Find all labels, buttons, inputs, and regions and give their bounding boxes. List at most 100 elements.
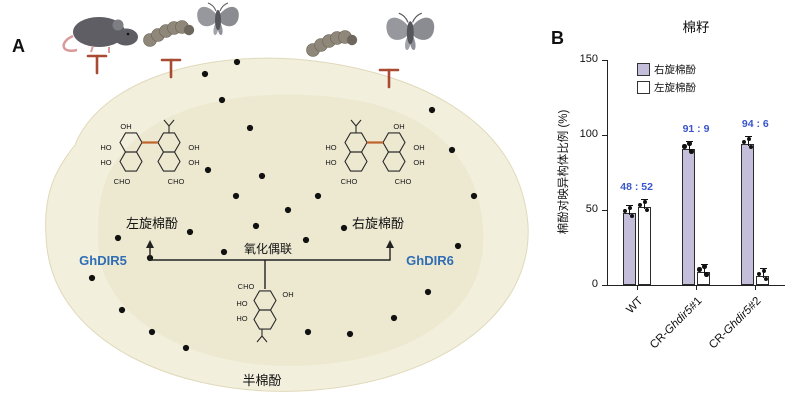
error-bar-cap bbox=[641, 199, 649, 200]
bar-dextro-WT bbox=[622, 213, 636, 285]
error-bar-cap bbox=[626, 205, 634, 206]
data-point bbox=[746, 136, 752, 142]
moth-icon bbox=[196, 2, 240, 36]
chem-label: HO bbox=[236, 314, 247, 323]
chem-label: OH bbox=[413, 158, 424, 167]
rat-icon bbox=[62, 17, 138, 53]
ratio-label: 94 : 6 bbox=[741, 118, 769, 130]
legend-label: 左旋棉酚 bbox=[654, 82, 696, 94]
legend-item: 右旋棉酚 bbox=[637, 62, 696, 77]
error-bar-cap bbox=[700, 263, 708, 265]
gossypol-left-structure: OH HO HO CHO OH OH CHO bbox=[100, 119, 200, 186]
y-tick-label: 0 bbox=[591, 278, 598, 290]
bar-dextro-CR-Ghdir5#2 bbox=[741, 144, 755, 285]
data-point bbox=[756, 271, 762, 277]
gossypol-right-structure: OH OH OH CHO HO HO CHO bbox=[325, 119, 425, 186]
chem-label: HO bbox=[325, 158, 336, 167]
precursor-label: 半棉酚 bbox=[242, 373, 281, 388]
isopropyl-group bbox=[163, 119, 175, 133]
chem-label: OH bbox=[393, 122, 404, 131]
coupling-arrows bbox=[146, 240, 394, 289]
data-point bbox=[702, 264, 707, 269]
chart-title: 棉籽 bbox=[682, 20, 710, 35]
enzyme-ghdir6-label: GhDIR6 bbox=[406, 253, 454, 268]
bar-chart: 0 50 100 150 48 : 52 WT 91 : 9 CR-Ghdir5#1 94 : … bbox=[545, 0, 800, 400]
y-tick-mark bbox=[602, 285, 607, 286]
panel-a: OH HO HO CHO OH OH CHO OH OH OH CHO HO H… bbox=[12, 2, 529, 392]
chem-label: CHO bbox=[341, 177, 358, 186]
isopropyl-group bbox=[256, 329, 268, 343]
data-point bbox=[627, 205, 633, 211]
chem-label: OH bbox=[413, 143, 424, 152]
arrowhead-left bbox=[146, 240, 154, 248]
chem-label: OH bbox=[188, 158, 199, 167]
reaction-label: 氧化偶联 bbox=[244, 242, 292, 256]
chem-label: OH bbox=[188, 143, 199, 152]
chem-label: CHO bbox=[395, 177, 412, 186]
y-tick-label: 100 bbox=[579, 128, 598, 140]
data-point bbox=[687, 141, 692, 146]
ratio-label: 91 : 9 bbox=[682, 122, 710, 135]
inhibition-bars bbox=[86, 54, 400, 89]
left-enantiomer-label: 左旋棉酚 bbox=[126, 216, 178, 231]
isopropyl-group bbox=[350, 119, 362, 133]
hemigossypol-structure: CHO OH HO HO bbox=[236, 282, 294, 343]
x-tick-label-3: CR-Ghdir5#2 bbox=[707, 295, 764, 352]
y-tick-mark bbox=[602, 60, 607, 61]
x-tick-mark bbox=[636, 285, 638, 290]
chem-label: HO bbox=[100, 158, 111, 167]
inhibition-bar-icon bbox=[160, 58, 182, 79]
ratio-label: 48 : 52 bbox=[620, 181, 653, 193]
legend-swatch bbox=[637, 63, 650, 76]
chem-label: CHO bbox=[168, 177, 185, 186]
data-point bbox=[748, 144, 754, 150]
data-point bbox=[763, 276, 769, 282]
x-tick-mark bbox=[696, 285, 697, 290]
y-tick-mark bbox=[602, 210, 607, 211]
y-axis bbox=[607, 60, 608, 285]
enzyme-ghdir5-label: GhDIR5 bbox=[79, 253, 127, 268]
error-bar-cap bbox=[759, 268, 767, 269]
chem-label: OH bbox=[120, 122, 131, 131]
x-tick-label-1: WT bbox=[624, 295, 646, 317]
y-tick-label: 50 bbox=[585, 203, 598, 215]
data-point bbox=[682, 144, 687, 149]
data-point bbox=[642, 199, 648, 205]
inhibition-bar-icon bbox=[86, 54, 108, 75]
legend-swatch bbox=[637, 81, 650, 94]
gland-dots bbox=[88, 58, 478, 352]
data-point bbox=[622, 208, 628, 214]
chem-label: HO bbox=[325, 143, 336, 152]
x-tick-mark bbox=[755, 285, 757, 290]
legend: 右旋棉酚左旋棉酚 bbox=[637, 62, 696, 98]
caterpillar-icon bbox=[143, 20, 195, 47]
y-tick-label: 150 bbox=[579, 53, 598, 65]
data-point bbox=[741, 139, 747, 145]
data-point bbox=[689, 149, 694, 154]
legend-item: 左旋棉酚 bbox=[637, 80, 696, 95]
chem-label: CHO bbox=[238, 282, 255, 291]
data-point bbox=[629, 213, 635, 219]
chem-label: OH bbox=[282, 290, 293, 299]
x-tick-label-2: CR-Ghdir5#1 bbox=[648, 295, 705, 352]
moth-icon bbox=[385, 12, 435, 51]
caterpillar-icon bbox=[306, 30, 358, 57]
legend-label: 右旋棉酚 bbox=[654, 64, 696, 76]
panel-b-label: B bbox=[551, 28, 564, 48]
arrowhead-right bbox=[386, 240, 394, 248]
data-point bbox=[704, 272, 709, 277]
data-point bbox=[637, 202, 643, 208]
chem-label: CHO bbox=[114, 177, 131, 186]
inhibition-bar-icon bbox=[378, 68, 400, 89]
right-enantiomer-label: 右旋棉酚 bbox=[352, 216, 404, 231]
y-tick-mark bbox=[602, 135, 607, 136]
data-point bbox=[697, 267, 702, 272]
error-bar-cap bbox=[685, 140, 693, 142]
bar-dextro-CR-Ghdir5#1 bbox=[682, 148, 695, 285]
panel-a-label: A bbox=[12, 36, 25, 56]
data-point bbox=[761, 268, 767, 274]
chem-label: HO bbox=[100, 143, 111, 152]
panel-a-drawing: OH HO HO CHO OH OH CHO OH OH OH CHO HO H… bbox=[45, 2, 529, 392]
error-bar-cap bbox=[744, 136, 752, 137]
